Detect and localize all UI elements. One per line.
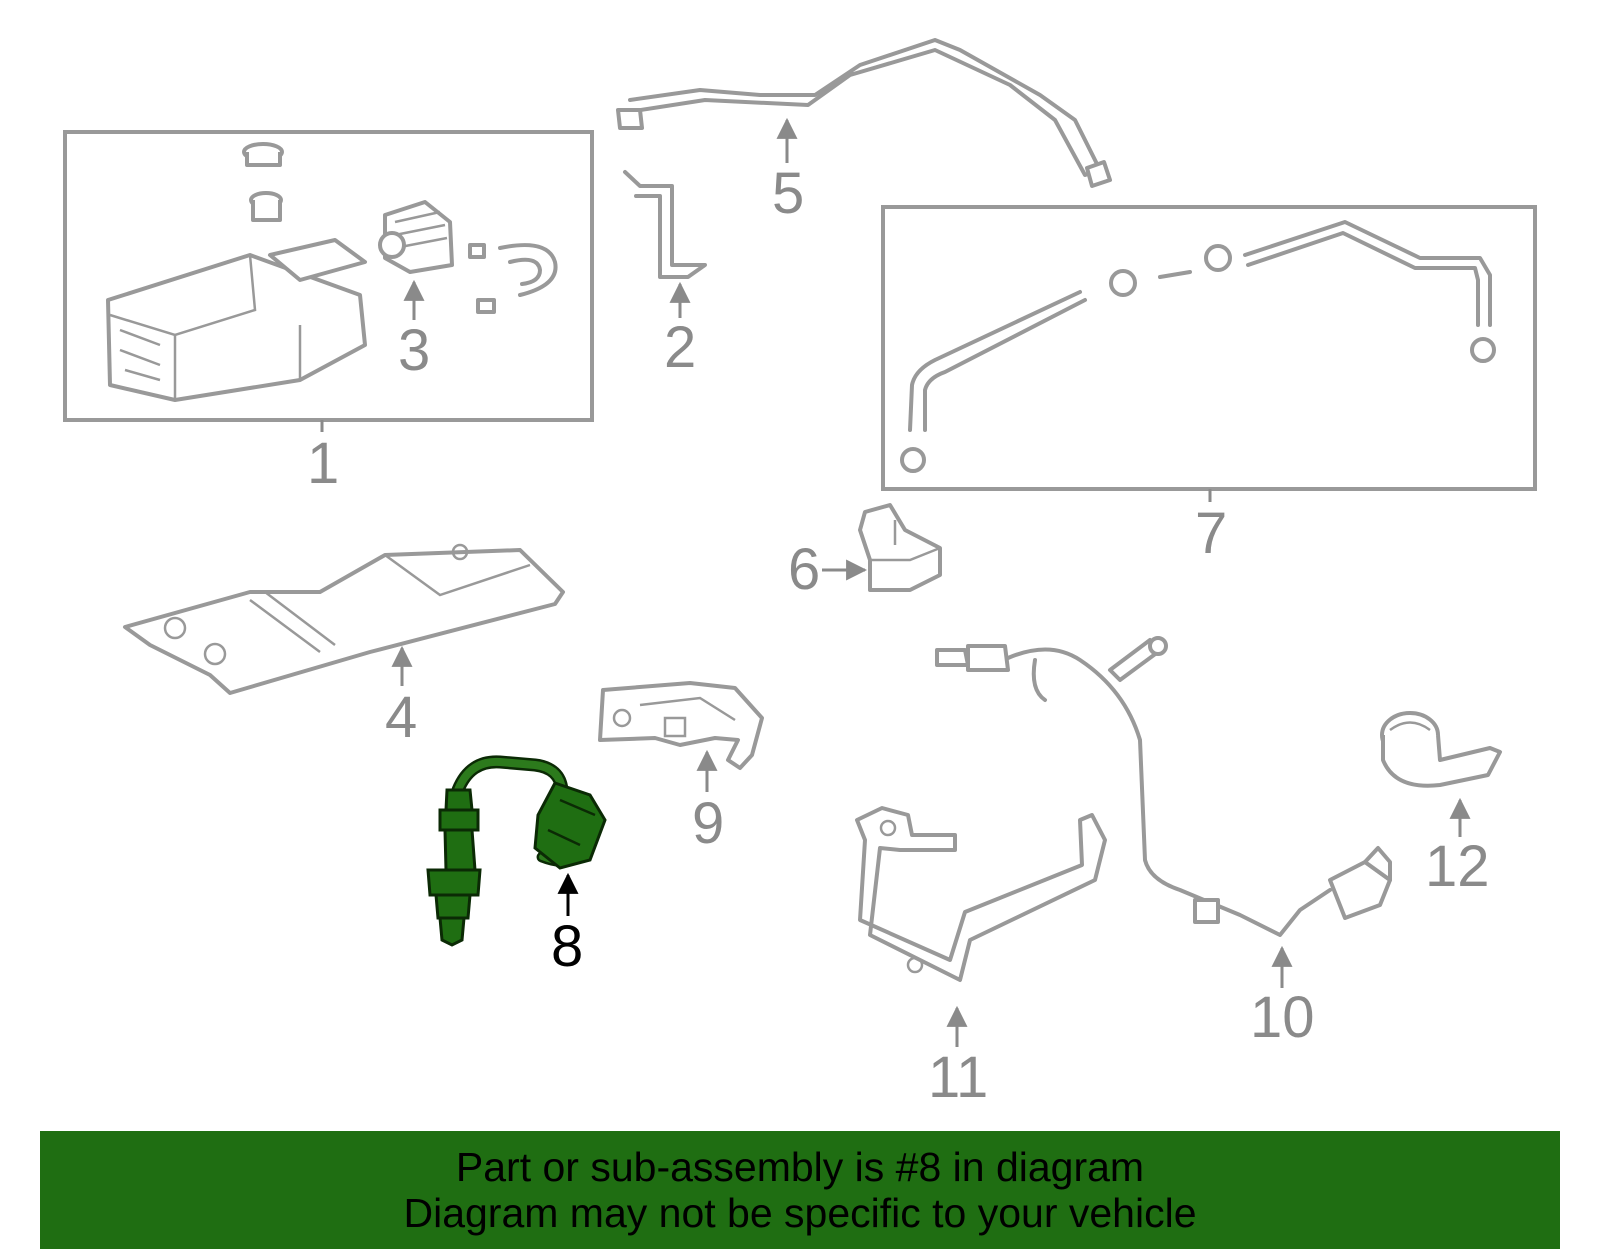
part-12-knock-sensor[interactable] [1380, 711, 1502, 788]
banner-line-2: Diagram may not be specific to your vehi… [403, 1190, 1197, 1236]
part-7-hose-assembly[interactable] [881, 205, 1537, 491]
callout-10[interactable]: 10 [1250, 985, 1315, 1050]
callout-11[interactable]: 11 [928, 1045, 988, 1110]
part-1-canister-assembly[interactable] [63, 130, 594, 422]
part-6-valve[interactable] [858, 503, 942, 592]
callout-12[interactable]: 12 [1425, 834, 1490, 899]
callout-4[interactable]: 4 [385, 685, 417, 750]
part-2-bracket[interactable] [623, 170, 707, 279]
part-9-bracket[interactable] [598, 681, 764, 770]
banner-line-1: Part or sub-assembly is #8 in diagram [455, 1144, 1145, 1190]
part-11-bracket[interactable] [855, 806, 1107, 982]
callout-1[interactable]: 1 [307, 431, 339, 496]
part-4-protector[interactable] [123, 543, 565, 695]
callout-5[interactable]: 5 [772, 161, 804, 226]
info-banner: Part or sub-assembly is #8 in diagram Di… [40, 1131, 1560, 1249]
callout-7[interactable]: 7 [1195, 501, 1227, 566]
part-3-valve[interactable] [378, 200, 558, 314]
part-8-oxygen-sensor[interactable] [426, 755, 607, 947]
callout-2[interactable]: 2 [664, 315, 696, 380]
callout-8[interactable]: 8 [551, 914, 583, 979]
part-10-sensor-harness[interactable] [935, 636, 1392, 937]
part-5-hose[interactable] [616, 38, 1112, 188]
callout-9[interactable]: 9 [692, 791, 724, 856]
callout-3[interactable]: 3 [398, 318, 430, 383]
callout-6[interactable]: 6 [788, 537, 820, 602]
